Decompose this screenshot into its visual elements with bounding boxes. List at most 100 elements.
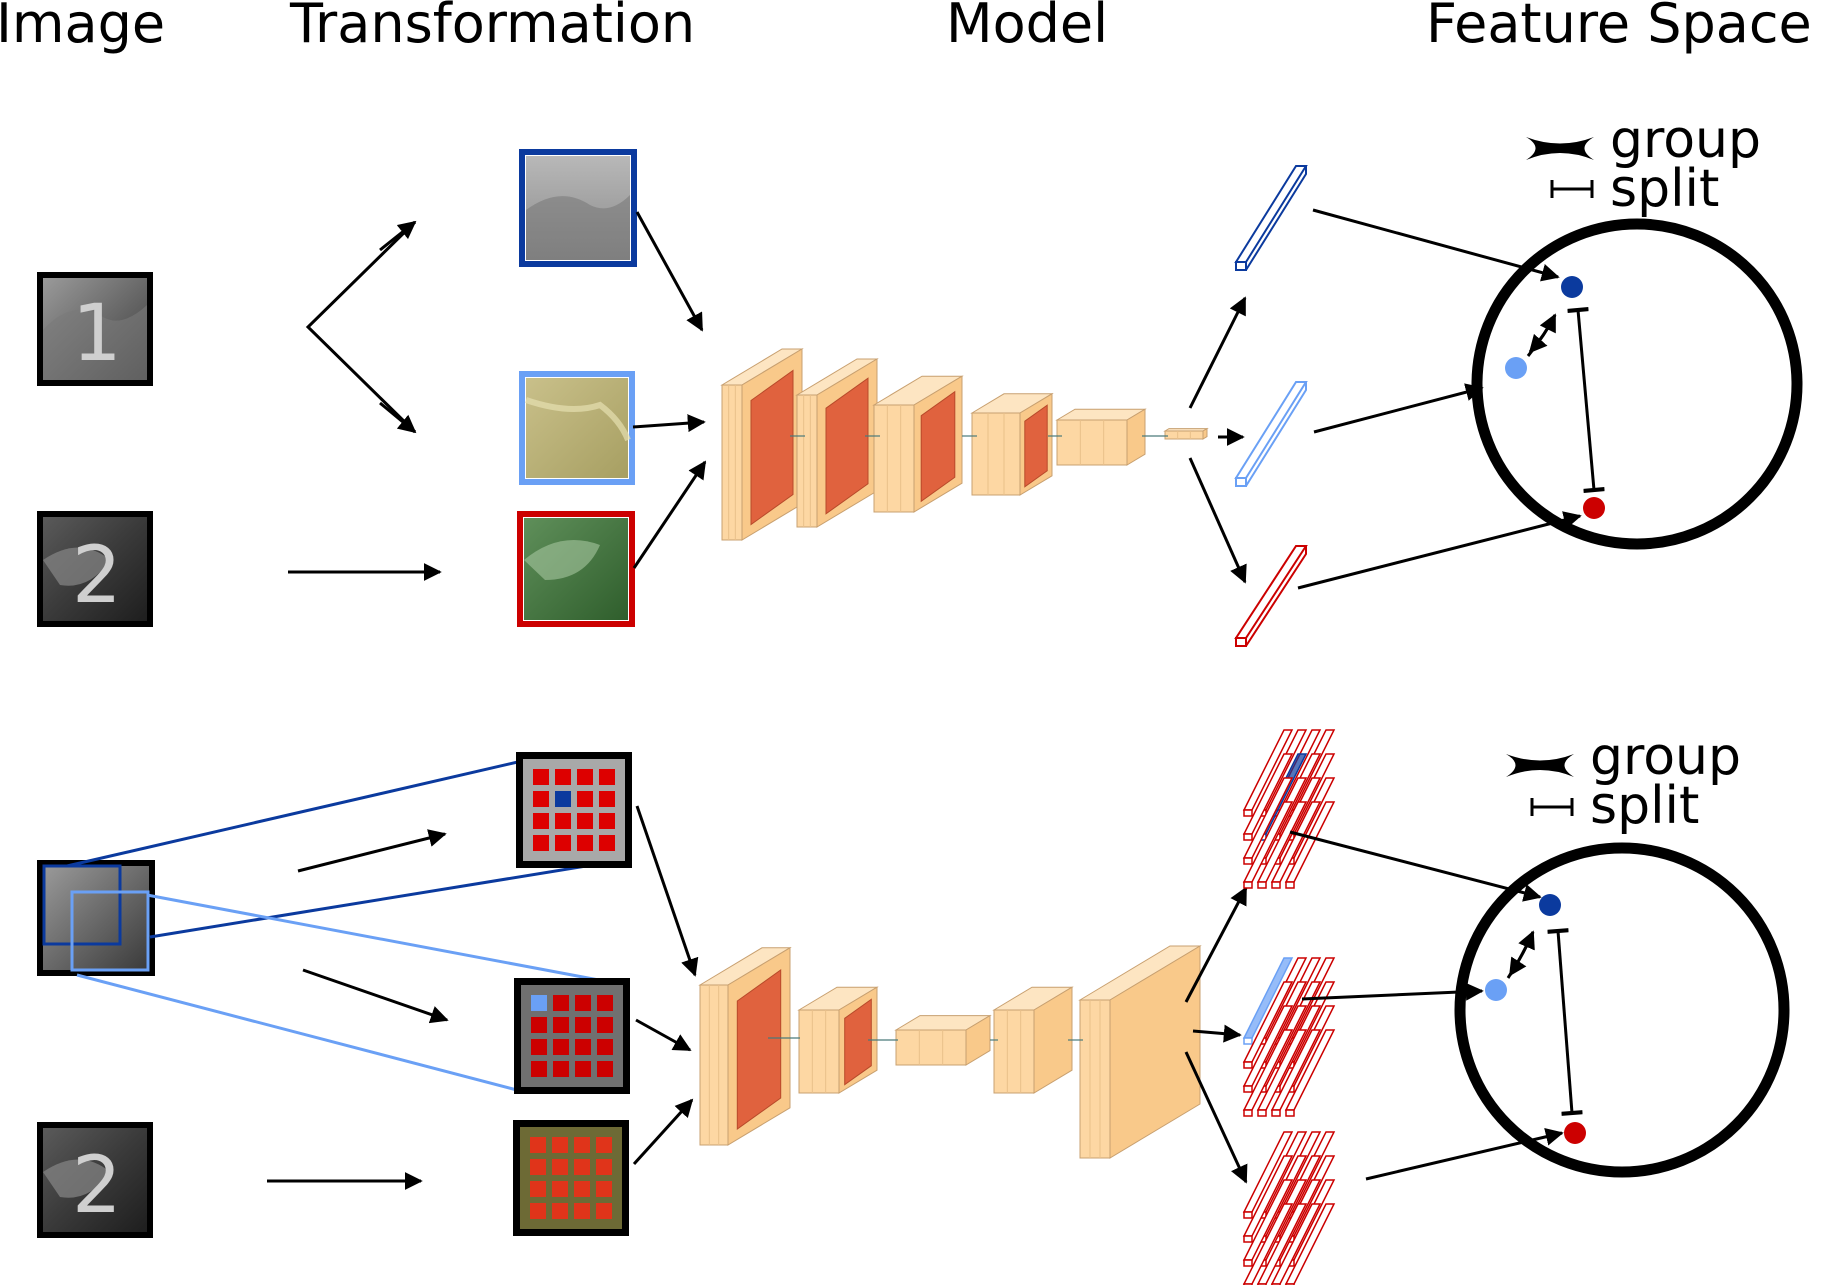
embedding-grid-c [1242,1131,1336,1285]
grid-dark-blue [516,752,632,868]
embedding-grid-b [1242,957,1336,1117]
embedding-vector [1256,1029,1308,1117]
transformation-arrows-top [288,220,442,581]
transformation-arrows-bottom [267,829,449,1190]
embedding-vector [1284,801,1336,889]
grid-cell [596,1203,612,1219]
embedding-vector-highlight [1242,957,1294,1045]
conv-block-b4 [992,986,1074,1094]
conv-block-1 [720,348,804,541]
legend-group-label-bottom: group [1590,727,1741,787]
grid-cell [555,769,571,785]
legend-group-label: group [1610,110,1761,170]
crop-projection-lines [66,759,624,1092]
embedding-vector [1242,1155,1294,1243]
legend-bottom: group split [1506,727,1741,836]
grid-cell [553,1039,569,1055]
grid-cell [577,791,593,807]
embedding-vector [1270,1029,1322,1117]
grid-cell [530,1159,546,1175]
feature-space-bottom [1289,830,1790,1181]
input-number-2-bottom: 2 [72,1141,122,1231]
embedding-vector [1242,981,1294,1069]
embedding-vector-dark-blue [1234,165,1308,271]
grid-cell [574,1181,590,1197]
input-number-2: 2 [72,531,122,621]
embedding-vector [1242,729,1294,817]
grid-cell [574,1159,590,1175]
embedding-vector [1242,801,1294,889]
grid-light-blue [514,978,630,1094]
crop-box-dark-blue [42,864,122,946]
header-feature-space: Feature Space [1426,0,1812,55]
grid-cell [552,1181,568,1197]
conv-block-2 [795,358,879,528]
embedding-vector [1242,1179,1294,1267]
grid-image-light-blue [514,978,630,1094]
input-image-2: 2 [37,511,153,627]
group-arrow-reverse [1528,314,1557,354]
group-legend-icon-bottom [1506,754,1574,777]
grid-cell [530,1203,546,1219]
header-image: Image [0,0,165,55]
transformed-blur-image [519,149,637,267]
grid-cell [555,835,571,851]
embedding-point-red [1583,497,1605,519]
conv-block-b5 [1078,945,1202,1159]
grid-image-color [513,1120,629,1236]
grid-cell [574,1137,590,1153]
grid-cell [599,791,615,807]
grid-cell [575,995,591,1011]
embedding-point-dark-blue-bottom [1539,894,1561,916]
grid-cell [577,835,593,851]
input-number-1: 1 [72,289,122,379]
conv-block-5 [1055,408,1147,466]
grid-cell [575,1061,591,1077]
grid-cell [552,1137,568,1153]
group-arrow-reverse-bottom [1508,931,1535,977]
input-image-composite [37,860,155,976]
grid-cell [533,791,549,807]
grid-cell [552,1203,568,1219]
split-bar-bottom [1547,928,1583,1116]
grid-cell [597,995,613,1011]
embedding-grid-middle [1242,957,1336,1117]
grid-cell [553,1017,569,1033]
grid-cell [530,1181,546,1197]
conv-block-4 [970,392,1054,496]
grid-cell [530,1137,546,1153]
embedding-grid-a [1242,729,1336,889]
embedding-point-light-blue-bottom [1485,979,1507,1001]
embedding-vector [1242,777,1294,865]
legend-top: group split [1526,110,1761,219]
embedding-vector-red [1234,545,1308,647]
embedding-grid-top [1242,729,1336,889]
transformed-color-image-yellow [519,371,635,485]
conv-block-b1 [698,946,792,1146]
fc-block [1163,427,1209,440]
grid-cell [553,995,569,1011]
grid-cell [533,813,549,829]
grid-cell [531,1061,547,1077]
grid-cell-highlight [555,791,571,807]
grid-cell [577,813,593,829]
grid-cell [599,813,615,829]
embedding-vector [1256,801,1308,889]
embedding-vector-light-blue [1234,381,1308,487]
grid-cell [552,1159,568,1175]
grid-cell-highlight [531,995,547,1011]
grid-cell [599,769,615,785]
conv-block-b2 [797,986,879,1094]
grid-cell [555,813,571,829]
embedding-vector [1284,1029,1336,1117]
grid-cell [596,1159,612,1175]
embedding-grid-bottom [1242,1131,1336,1285]
embedding-vector [1270,801,1322,889]
cnn-model-top [720,348,1209,541]
embedding-vector [1242,1131,1294,1219]
grid-cell [577,769,593,785]
legend-split-label-bottom: split [1590,776,1699,836]
grid-cell [599,835,615,851]
grid-cell [575,1039,591,1055]
